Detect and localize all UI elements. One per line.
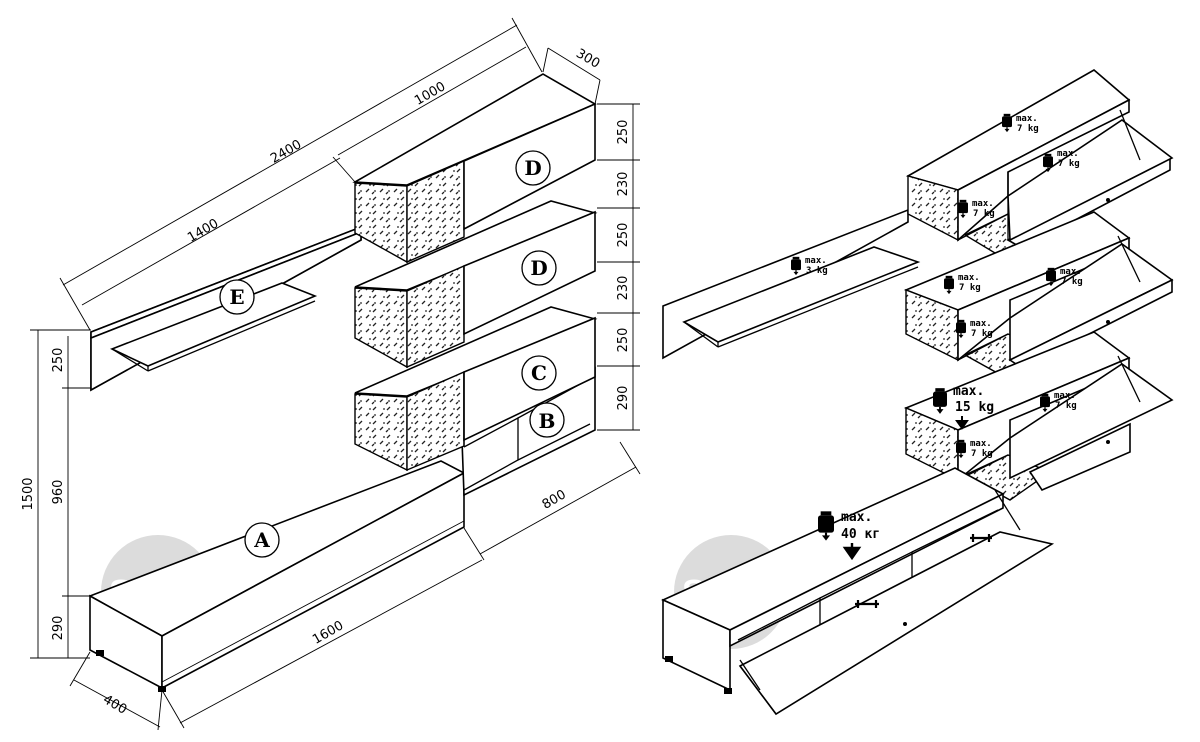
dim-1500: 1500 [21,477,36,510]
cabinet-d-top: D [352,73,597,264]
weight-value: 40 кг [841,527,880,542]
weight-badge: max. 3 kg [791,256,828,276]
label-d-middle: D [530,256,547,280]
weight-label: max. [1054,391,1076,401]
dim-290-right: 290 [616,386,631,411]
weight-label: max. [970,319,992,329]
tv-base-right [661,467,1055,716]
weight-label: max. [1016,114,1038,124]
label-e: E [229,285,244,309]
weight-value: 7 kg [971,449,993,459]
middle-cabinet-right [903,211,1174,381]
dim-400: 400 [100,692,129,717]
panel-e: E [90,225,362,392]
right-diagram: SOFA [661,69,1174,716]
weight-label: max. [972,199,994,209]
dim-250-left: 250 [51,348,66,373]
weight-badge-large: max. 15 kg [933,384,994,430]
dim-960: 960 [51,480,66,505]
label-c: C [531,361,547,385]
dim-300: 300 [573,46,602,71]
weight-value: 7 kg [1055,401,1077,411]
weight-badge: max. 7 kg [1043,149,1080,173]
weight-label: max. [1060,267,1082,277]
dim-250-a: 250 [616,120,631,145]
weight-badge: max. 7 kg [944,273,981,295]
cabinet-a: A [88,460,466,692]
weight-value: 7 kg [1061,277,1083,287]
weight-value: 7 kg [971,329,993,339]
weight-badge: max. 7 kg [958,199,995,219]
label-b: B [539,409,556,433]
left-diagram: SOFA E A [21,17,641,731]
weight-value: 7 kg [973,209,995,219]
dim-290-left: 290 [51,616,66,641]
weight-labels: max. 7 kg max. 7 kg max. 7 kg max. 3 kg … [791,113,1083,561]
cabinet-d-middle: D [354,200,598,369]
weight-label: max. [970,439,992,449]
weight-badge-large: max. 40 кг [818,510,880,561]
dim-2400: 2400 [268,137,304,167]
label-d-top: D [524,156,541,180]
weight-badge: max. 7 kg [1046,267,1083,287]
weight-value: 7 kg [959,283,981,293]
weight-badge: max. 7 kg [1040,391,1077,413]
dim-250-b: 250 [616,223,631,248]
panel-e-right [662,208,921,360]
dim-230-b: 230 [616,276,631,301]
dim-1400: 1400 [185,216,221,246]
weight-badge: max. 7 kg [956,439,993,459]
dim-1000: 1000 [412,79,448,109]
dim-230-a: 230 [616,172,631,197]
weight-label: max. [953,384,984,399]
top-cabinet-right [905,69,1174,263]
weight-label: max. [1057,149,1079,159]
weight-label: max. [958,273,980,283]
label-a: A [253,528,270,552]
cabinet-c: C [354,306,598,472]
lower-cabinet-right [903,331,1174,501]
weight-badge: max. 7 kg [1002,113,1039,134]
weight-badge: max. 7 kg [956,319,993,339]
weight-label: max. [841,510,872,525]
weight-value: 7 kg [1017,124,1039,134]
dim-250-c: 250 [616,328,631,353]
dim-800: 800 [540,487,569,512]
weight-value: 7 kg [1058,159,1080,169]
weight-value: 3 kg [806,266,828,276]
weight-label: max. [805,256,827,266]
weight-value: 15 kg [955,400,994,415]
